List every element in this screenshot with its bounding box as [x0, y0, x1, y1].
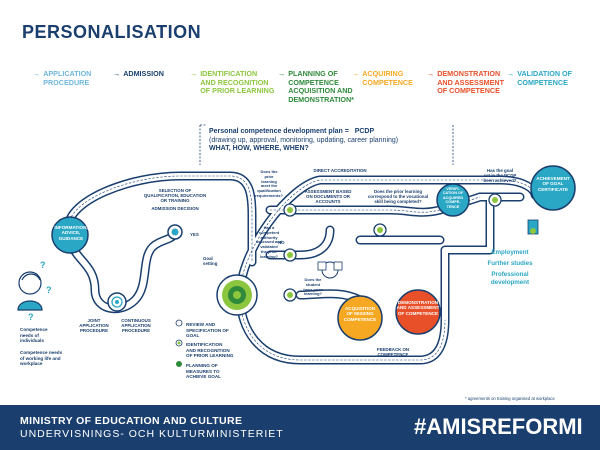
feedback-label: FEEDBACK ON COMPETENCE: [376, 347, 410, 358]
arrow-right-icon: →: [190, 69, 198, 78]
continuous-application-label: CONTINUOUS APPLICATION PROCEDURE: [121, 318, 151, 334]
step-acquiring: →ACQUIRING COMPETENCE: [352, 69, 413, 87]
direct-accreditation-label: DIRECT ACCREDITATION: [313, 168, 367, 173]
arrow-right-icon: →: [113, 69, 121, 78]
joint-application-label: JOINT APPLICATION PROCEDURE: [79, 318, 109, 334]
verification-node: VERIFI- CATION OF ACQUIRED COMPE- TENCE: [442, 187, 464, 209]
pcdp-abbr: PCDP: [354, 128, 375, 135]
arrow-right-icon: →: [352, 69, 360, 78]
legend-planning: PLANNING OF MEASURES TO ACHIEVE GOAL: [186, 363, 221, 380]
ministry-sv: UNDERVISNINGS- OCH KULTURMINISTERIET: [20, 428, 284, 440]
svg-text:?: ?: [40, 260, 46, 270]
no-label: NO: [278, 240, 285, 245]
outcome-further: Further studies: [487, 260, 533, 267]
pcdp-line2: (drawing up, approval, monitoring, updat…: [209, 136, 399, 144]
has-goal-label: Has the goal set in the PCDP been achiev…: [483, 168, 517, 184]
does-learning-meet-label: Does the prior learning meet the qualifi…: [255, 169, 283, 198]
arrow-right-icon: →: [427, 69, 435, 78]
svg-text:?: ?: [46, 285, 52, 295]
pcdp-line3: WHAT, HOW, WHERE, WHEN?: [209, 145, 309, 153]
certificate-icon: [527, 219, 539, 235]
legend-identification: IDENTIFICATION AND RECOGNITION OF PRIOR …: [186, 342, 234, 359]
step-planning: →PLANNING OF COMPETENCE ACQUISITION AND …: [278, 69, 354, 104]
assessment-documents-label: ASSESSMENT BASED ON DOCUMENTS OR ACCOUNT…: [304, 189, 352, 205]
outcome-professional: Professional development: [490, 271, 530, 286]
demonstration-node: DEMONSTRATION AND ASSESSMENT OF COMPETEN…: [396, 300, 440, 316]
step-identification: →IDENTIFICATION AND RECOGNITION OF PRIOR…: [190, 69, 275, 96]
footnote: * agreements on training organised at wo…: [465, 396, 555, 401]
svg-text:?: ?: [28, 312, 34, 322]
step-admission: →ADMISSION: [113, 69, 164, 78]
step-demonstration: →DEMONSTRATION AND ASSESSMENT OF COMPETE…: [427, 69, 505, 96]
acquisition-node: ACQUISITION OF MISSING COMPETENCE: [343, 306, 377, 322]
person-icon: [17, 271, 43, 311]
arrow-right-icon: →: [278, 69, 286, 78]
pcdp-block: Personal competence development plan = P…: [209, 128, 398, 154]
ministry-en: MINISTRY OF EDUCATION AND CULTURE: [20, 415, 243, 427]
does-student-have-label: Does the student have prior learning?: [303, 277, 323, 297]
puzzle-icon: [317, 261, 343, 279]
legend-review: REVIEW AND SPECIFICATION OF GOAL: [186, 322, 229, 339]
outcome-employment: Employment: [491, 249, 529, 256]
does-correspond-label: Does the prior learning correspond to th…: [367, 189, 429, 205]
admission-decision-label: ADMISSION DECISION: [151, 206, 199, 211]
goal-setting-label: Goal setting: [203, 256, 218, 267]
selection-label: SELECTION OF QUALIFICATION, EDUCATION OR…: [143, 188, 207, 204]
yes-label: YES: [190, 232, 199, 237]
legend-individuals: Competence needs of individuals: [20, 327, 48, 344]
legend-working: Competence needs of working life and wor…: [20, 350, 63, 367]
footer-bar: [0, 405, 600, 450]
has-competent-authority-label: Has a competent authority assessed and v…: [255, 225, 283, 259]
step-application: →APPLICATION PROCEDURE: [33, 69, 92, 87]
arrow-right-icon: →: [507, 69, 515, 78]
arrow-right-icon: →: [33, 69, 41, 78]
hashtag: #AMISREFORMI: [414, 414, 583, 439]
step-validation: →VALIDATION OF COMPETENCE: [507, 69, 573, 87]
information-node: INFORMATION, ADVICE, GUIDANCE: [54, 225, 88, 241]
achievement-node: ACHIEVEMENT OF GOAL CERTIFICATE: [536, 176, 570, 192]
page-title: PERSONALISATION: [22, 22, 202, 42]
pcdp-line1: Personal competence development plan =: [209, 128, 349, 135]
